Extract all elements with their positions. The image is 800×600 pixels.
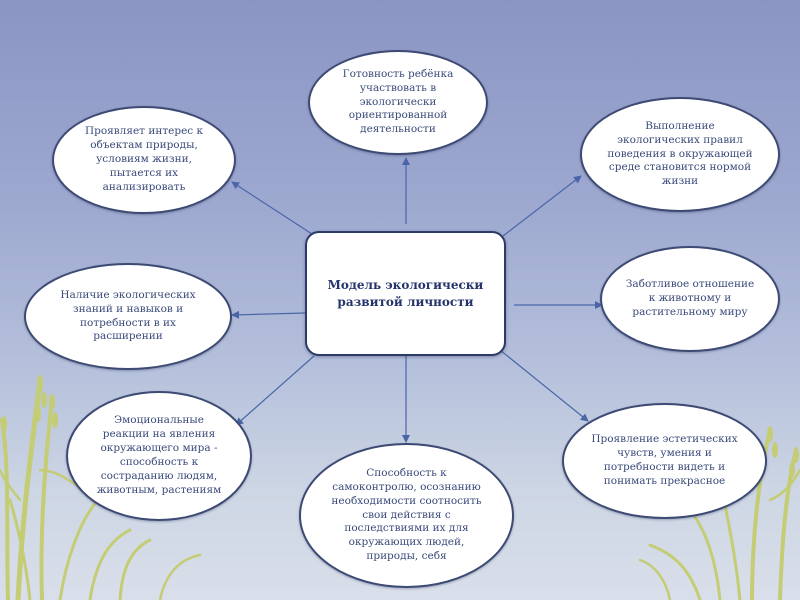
node-aesthetics: Проявление эстетических чувств, умения и… [562,403,767,519]
node-rules-text: Выполнение экологических правил поведени… [607,119,753,188]
node-rules: Выполнение экологических правил поведени… [580,97,780,212]
node-readiness-text: Готовность ребёнка участвовать в экологи… [342,67,454,136]
node-emotions-text: Эмоциональные реакции на явления окружаю… [96,414,222,496]
central-concept-box: Модель экологически развитой личности [305,231,506,356]
node-interest-text: Проявляет интерес к объектам природы, ус… [84,125,204,193]
central-concept-label: Модель экологически развитой личности [327,277,484,309]
node-knowledge-text: Наличие экологических знаний и навыков и… [60,288,196,343]
node-aesthetics-text: Проявление эстетических чувств, умения и… [591,433,738,487]
node-care-text: Заботливое отношение к животному и расти… [625,278,755,318]
node-readiness: Готовность ребёнка участвовать в экологи… [308,50,488,155]
arrow-to-bottom-left [235,355,315,426]
grass-left-seeds [1,375,58,432]
arrow-to-left [231,310,306,319]
node-interest: Проявляет интерес к объектам природы, ус… [52,106,236,214]
node-knowledge: Наличие экологических знаний и навыков и… [24,263,232,370]
arrow-to-top-left [231,181,313,235]
grass-right-seeds [767,426,799,478]
node-self-control-text: Способность к самоконтролю, осознанию не… [331,466,482,563]
node-care: Заботливое отношение к животному и расти… [600,246,780,352]
arrow-to-bottom-right [499,349,589,422]
arrows [231,157,603,443]
arrow-to-top-right [502,175,582,237]
node-self-control: Способность к самоконтролю, осознанию не… [299,443,514,588]
node-emotions: Эмоциональные реакции на явления окружаю… [66,391,252,521]
